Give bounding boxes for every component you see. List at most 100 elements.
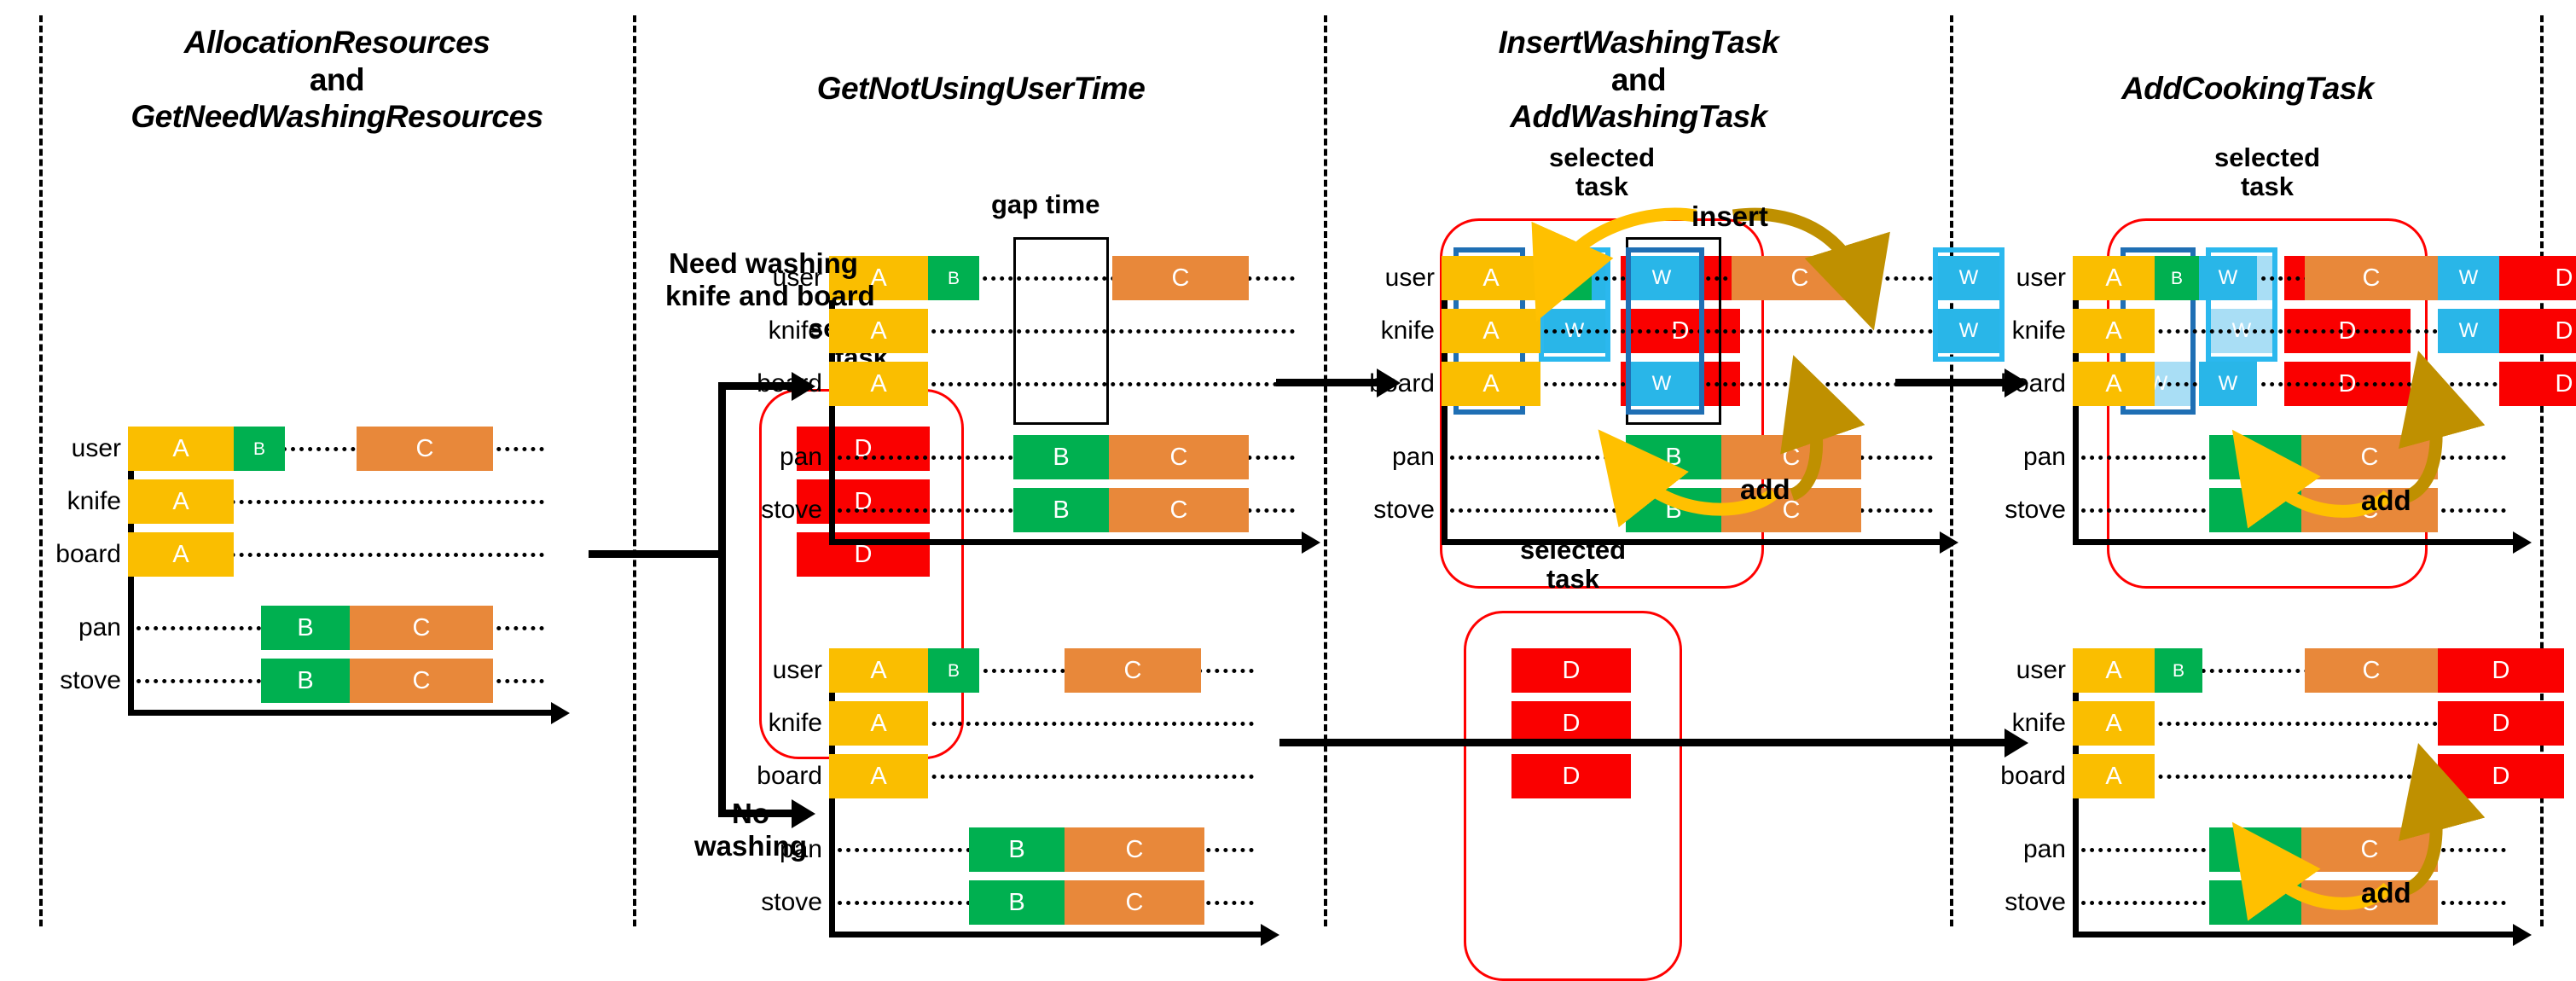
gap-time-label: gap time <box>991 189 1100 219</box>
selected-task-block-D: D <box>1511 701 1631 746</box>
task-block-A: A <box>1442 309 1540 353</box>
chart-x-axis <box>2073 539 2515 545</box>
task-block-B: B <box>928 648 979 693</box>
task-block-C: C <box>2305 648 2438 693</box>
row-label-pan: pan <box>2022 443 2066 471</box>
row-label-pan: pan <box>78 613 121 641</box>
task-block-W: W <box>2199 256 2257 300</box>
row-baseline-board <box>829 775 1254 779</box>
task-block-A: A <box>1442 256 1540 300</box>
capsule-label-line: selected <box>1548 142 1656 172</box>
task-block-A: A <box>829 362 928 406</box>
row-baseline-board <box>2073 382 2506 386</box>
task-block-B: B <box>1013 488 1109 532</box>
selected-task-block-D: D <box>797 427 930 471</box>
flow-arrow-p2bottom-to-p4bottom <box>1279 739 2006 746</box>
row-baseline-board <box>829 382 1295 386</box>
add-arrow-curve-p3 <box>1598 355 1865 528</box>
task-block-A: A <box>829 256 928 300</box>
row-label-user: user <box>2016 264 2066 292</box>
capsule-label-line: task <box>1575 171 1629 202</box>
task-block-C: C <box>1065 880 1204 925</box>
row-label-board: board <box>2000 762 2066 790</box>
task-block-W: W <box>2438 256 2499 300</box>
panel-title-line: AllocationResources <box>183 25 490 60</box>
task-block-B: B <box>1013 435 1109 479</box>
task-block-A: A <box>2073 362 2155 406</box>
task-block-D: D <box>2438 701 2564 746</box>
row-label-board: board <box>757 762 822 790</box>
task-block-B: B <box>261 659 350 703</box>
chart-x-axis <box>128 710 553 716</box>
panel-title-line: AddCookingTask <box>2121 71 2374 106</box>
row-baseline-user <box>829 276 1295 281</box>
selected-task-block-D: D <box>1511 754 1631 798</box>
flow-arrow-p1-trunk <box>589 550 725 558</box>
flow-arrow-head-p2b-p4b <box>2005 728 2028 758</box>
chart-x-axis-arrow <box>1302 531 1320 554</box>
task-block-B: B <box>2155 648 2202 693</box>
task-block-D: D <box>2499 309 2576 353</box>
flow-arrow-branch-top <box>718 382 793 390</box>
row-label-pan: pan <box>2022 835 2066 863</box>
task-block-C: C <box>1065 648 1201 693</box>
chart-x-axis-arrow <box>1940 531 1958 554</box>
add-arrow-curve-p4-bottom <box>2231 743 2486 921</box>
add-label-p3: add <box>1740 473 1790 505</box>
task-block-W: W <box>1938 309 1999 353</box>
task-block-B: B <box>2155 256 2199 300</box>
row-baseline-board <box>2073 775 2506 779</box>
task-block-W: W <box>1633 256 1691 300</box>
row-baseline-user <box>128 447 544 451</box>
row-label-knife: knife <box>2011 316 2066 345</box>
task-block-C: C <box>350 659 493 703</box>
task-block-C: C <box>357 427 493 471</box>
task-block-A: A <box>1442 362 1540 406</box>
row-label-knife: knife <box>768 316 822 345</box>
flow-arrow-head-bottom <box>792 799 815 828</box>
task-block-A: A <box>2073 256 2155 300</box>
row-baseline-knife <box>2073 329 2506 334</box>
note-line: Need washing <box>669 247 858 279</box>
washing-group-outline <box>2206 247 2277 362</box>
row-label-stove: stove <box>2005 888 2066 916</box>
row-label-stove: stove <box>761 496 822 524</box>
row-label-user: user <box>71 434 121 462</box>
panel-divider-0 <box>39 15 43 926</box>
row-baseline-knife <box>128 500 544 504</box>
chart-x-axis-arrow <box>1261 924 1279 946</box>
task-block-C: C <box>1109 435 1249 479</box>
chart-x-axis-arrow <box>551 702 570 724</box>
panel-divider-3 <box>1950 15 1953 926</box>
panel-title-line: and <box>1610 61 1667 97</box>
task-block-A: A <box>829 309 928 353</box>
task-block-B: B <box>969 827 1065 872</box>
chart-x-axis <box>2073 932 2515 937</box>
task-block-B: B <box>969 880 1065 925</box>
panel-title-line: GetNeedWashingResources <box>131 99 543 135</box>
task-block-D: D <box>2499 256 2576 300</box>
selected-task-capsule <box>1440 218 1764 589</box>
panel-title-line: AddWashingTask <box>1510 99 1767 135</box>
row-label-stove: stove <box>2005 496 2066 524</box>
panel-title-add-cooking-task: AddCookingTask <box>1962 70 2533 107</box>
insert-label: insert <box>1691 200 1768 232</box>
task-block-D: D <box>2438 648 2564 693</box>
selected-task-block-D: D <box>1511 648 1631 693</box>
task-block-A: A <box>2073 309 2155 353</box>
task-block-C: C <box>350 606 493 650</box>
task-block-W: W <box>2199 362 2257 406</box>
panel-divider-4 <box>2540 15 2544 926</box>
add-arrow-curve-p4-top <box>2231 351 2486 529</box>
task-block-A: A <box>829 701 928 746</box>
chart-x-axis <box>829 539 1303 545</box>
row-baseline-knife <box>829 722 1254 726</box>
task-block-W: W <box>1633 362 1691 406</box>
flow-arrow-p2-to-p3 <box>1276 379 1378 386</box>
row-label-knife: knife <box>768 709 822 737</box>
row-label-knife: knife <box>67 487 121 515</box>
flow-arrow-branch-vertical <box>718 382 726 817</box>
flow-arrow-head-p3-p4 <box>2005 369 2028 398</box>
row-label-stove: stove <box>761 888 822 916</box>
panel-title-allocation-resources: AllocationResources and GetNeedWashingRe… <box>51 24 623 136</box>
